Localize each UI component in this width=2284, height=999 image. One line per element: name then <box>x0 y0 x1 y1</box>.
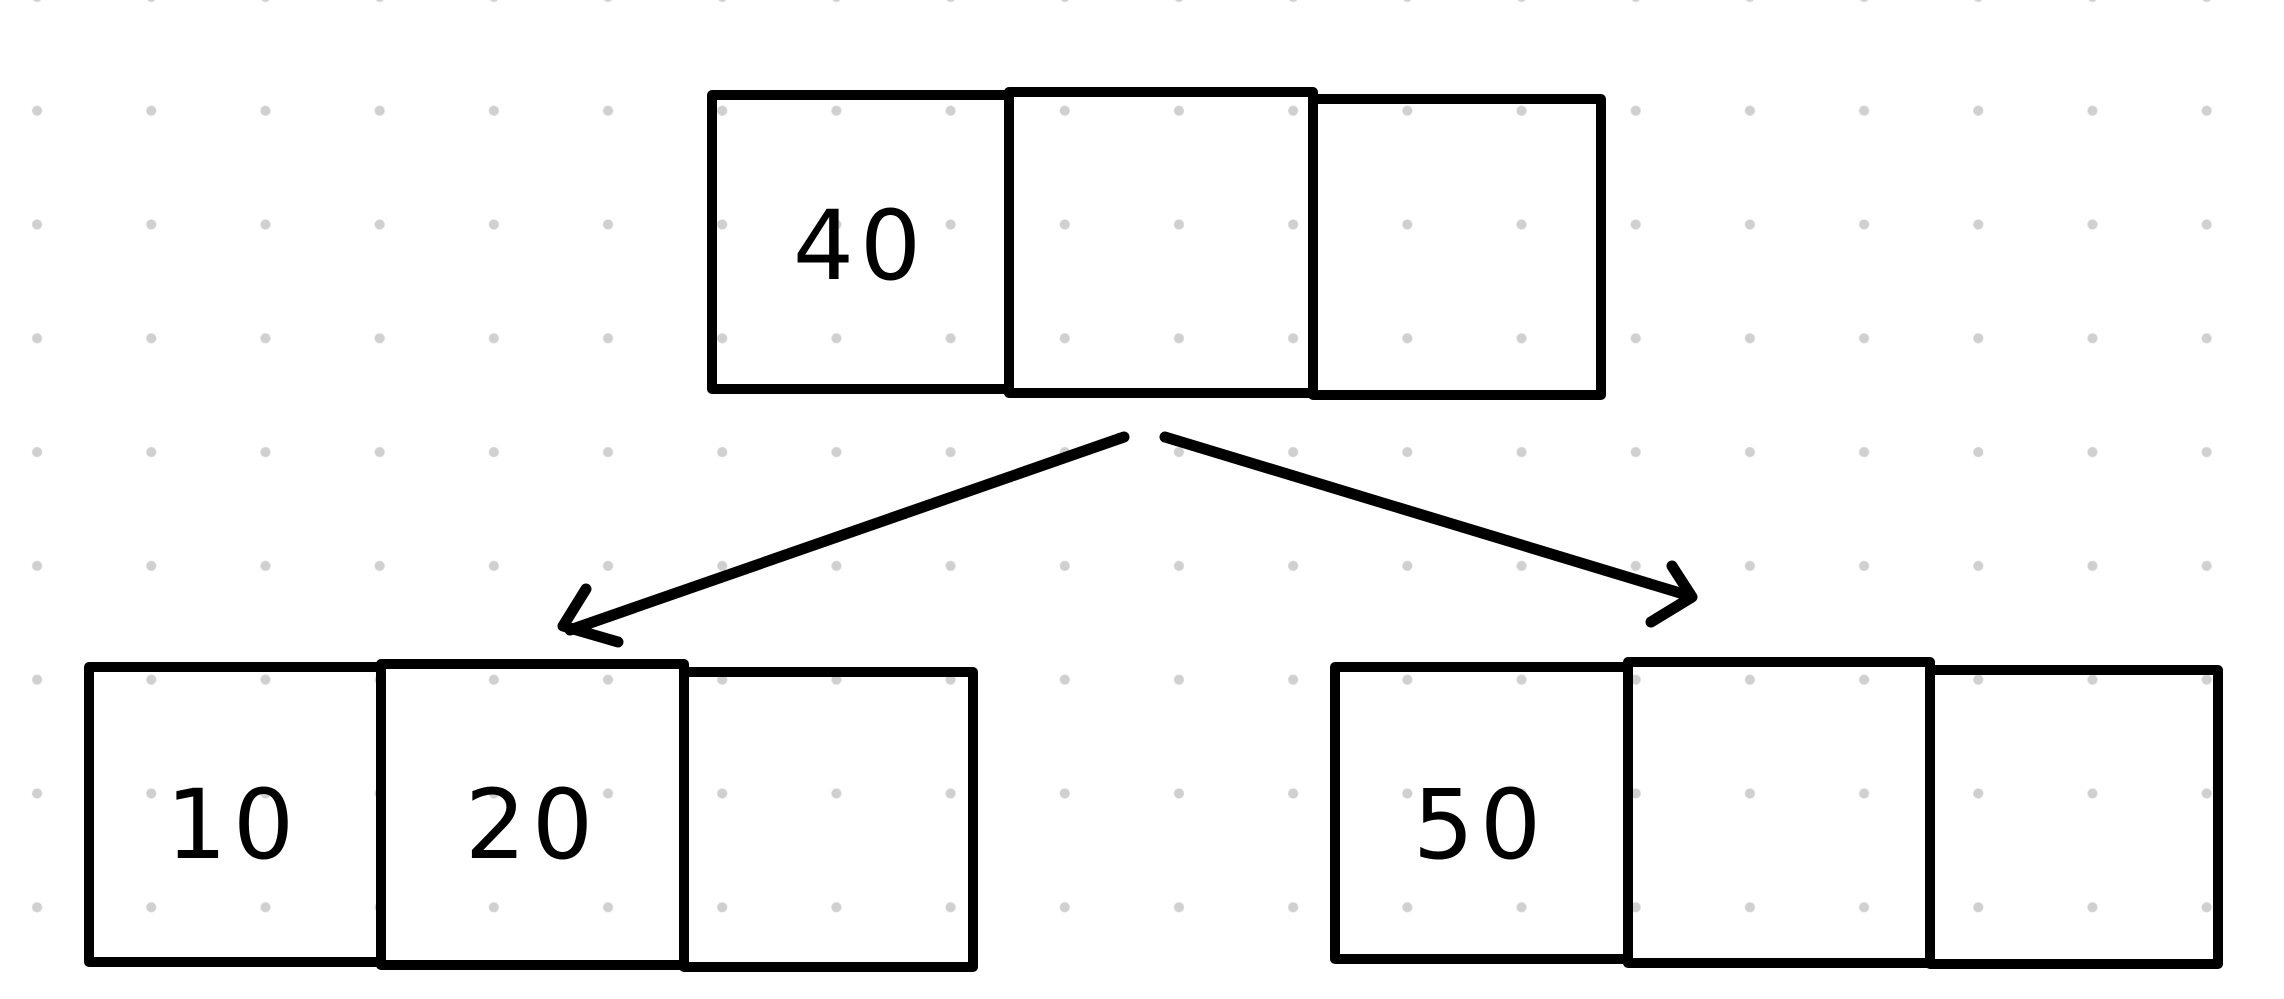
root-key-cell-2 <box>1004 87 1318 398</box>
left-child-node: 10 20 <box>84 659 978 972</box>
right-child-key-cell-2 <box>1623 657 1935 968</box>
arrow-line <box>1159 431 1696 602</box>
left-child-key-1: 10 <box>166 769 300 881</box>
root-node: 40 <box>707 87 1606 400</box>
edge-root-to-left-child <box>557 431 1130 648</box>
arrow-line <box>564 431 1130 636</box>
right-child-node: 50 <box>1330 657 2223 969</box>
edge-root-to-right-child <box>1159 431 1698 628</box>
arrow-head-icon <box>557 583 624 648</box>
right-child-key-1: 50 <box>1413 769 1547 881</box>
arrow-head-icon <box>1645 560 1698 628</box>
left-child-key-2: 20 <box>465 769 599 881</box>
root-key-1: 40 <box>793 190 927 302</box>
right-child-key-cell-3 <box>1925 665 2223 969</box>
root-key-cell-3 <box>1308 94 1606 400</box>
left-child-key-cell-3 <box>679 667 978 972</box>
